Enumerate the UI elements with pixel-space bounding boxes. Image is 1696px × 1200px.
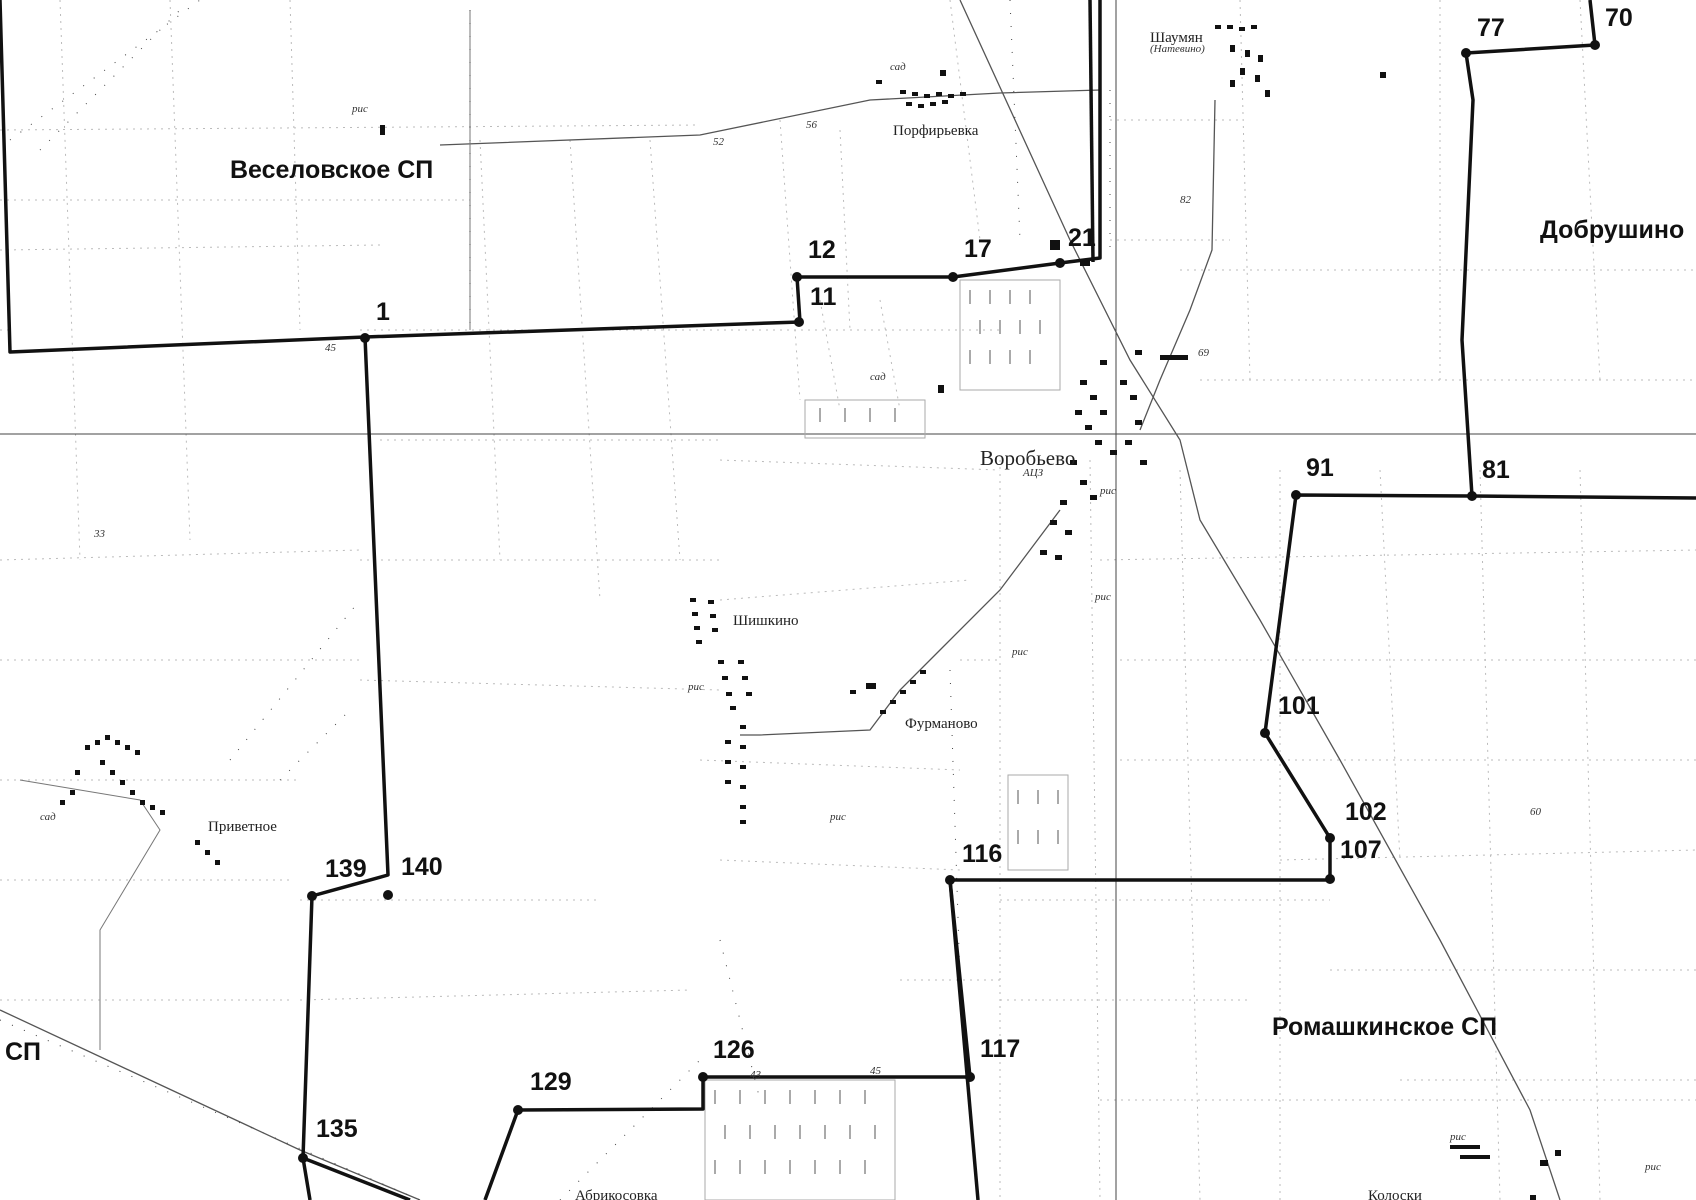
point-label-102: 102 — [1345, 798, 1387, 826]
land-use-label: рис — [1099, 485, 1116, 497]
region-label-sp-left: СП — [5, 1038, 41, 1066]
land-use-label: рис — [687, 681, 704, 693]
point-label-91: 91 — [1306, 454, 1334, 482]
elevation-label: 45 — [325, 342, 337, 354]
settlement-label-porfirevka: Порфирьевка — [893, 123, 979, 139]
point-label-70: 70 — [1605, 4, 1633, 32]
land-use-label: рис — [1011, 646, 1028, 658]
elevation-label: 43 — [750, 1069, 762, 1081]
elevation-labels: 45 52 56 82 69 33 43 45 60 — [93, 119, 1542, 1081]
point-label-107: 107 — [1340, 836, 1382, 864]
settlement-labels: Шаумян (Натевино) Порфирьевка Воробьево … — [208, 30, 1422, 1200]
point-label-81: 81 — [1482, 456, 1510, 484]
point-label-135: 135 — [316, 1115, 358, 1143]
elevation-label: 45 — [870, 1065, 882, 1077]
settlement-label-shaumyan: Шаумян — [1150, 30, 1203, 46]
elevation-label: 82 — [1180, 194, 1192, 206]
region-label-dobrushino: Добрушино — [1540, 216, 1684, 244]
point-label-77: 77 — [1477, 14, 1505, 42]
land-use-label: рис — [1449, 1131, 1466, 1143]
land-use-label: сад — [40, 811, 56, 823]
region-label-veselovskoe: Веселовское СП — [230, 156, 433, 184]
point-label-1: 1 — [376, 298, 390, 326]
land-use-label: рис — [1644, 1161, 1661, 1173]
elevation-label: 56 — [806, 119, 818, 131]
land-use-label: рис — [351, 103, 368, 115]
boundary-point-labels: 1 11 12 17 21 70 77 81 91 101 102 107 11… — [316, 4, 1633, 1143]
settlement-label-shishkino: Шишкино — [733, 613, 799, 629]
land-use-label: рис — [1094, 591, 1111, 603]
roads — [0, 0, 1561, 1200]
point-label-11: 11 — [810, 283, 837, 311]
point-label-12: 12 — [808, 236, 836, 264]
settlement-buildings — [60, 25, 1561, 1200]
point-label-140: 140 — [401, 853, 443, 881]
land-use-label: сад — [890, 61, 906, 73]
point-label-126: 126 — [713, 1036, 755, 1064]
land-use-labels: рис рис рис рис рис рис рис рис сад сад … — [40, 61, 1661, 1173]
boundary-nodes — [298, 40, 1600, 1163]
point-label-117: 117 — [980, 1035, 1020, 1063]
point-label-116: 116 — [962, 840, 1002, 868]
elevation-label: 60 — [1530, 806, 1542, 818]
point-label-17: 17 — [964, 235, 992, 263]
orchard-areas — [704, 279, 1069, 1200]
region-labels: Веселовское СП Добрушино Ромашкинское СП… — [5, 156, 1684, 1066]
region-label-romashkinskoe: Ромашкинское СП — [1272, 1013, 1497, 1041]
settlement-label-vorobevo-sub: АЦЗ — [1022, 467, 1044, 479]
land-use-label: сад — [870, 371, 886, 383]
point-label-101: 101 — [1278, 692, 1320, 720]
settlement-label-furmanovo: Фурманово — [905, 716, 978, 732]
settlement-label-shaumyan-sub: (Натевино) — [1150, 43, 1205, 55]
settlement-label-privetnoe: Приветное — [208, 819, 277, 835]
elevation-label: 33 — [93, 528, 106, 540]
settlement-label-koloski: Колоски — [1368, 1188, 1422, 1200]
settlement-label-abrikosovka: Абрикосовка — [575, 1188, 658, 1200]
point-label-139: 139 — [325, 855, 367, 883]
elevation-label: 69 — [1198, 347, 1210, 359]
point-label-129: 129 — [530, 1068, 572, 1096]
land-use-label: рис — [829, 811, 846, 823]
settlement-label-vorobevo: Воробьево — [980, 446, 1075, 470]
elevation-label: 52 — [713, 136, 725, 148]
point-label-21: 21 — [1068, 224, 1096, 252]
